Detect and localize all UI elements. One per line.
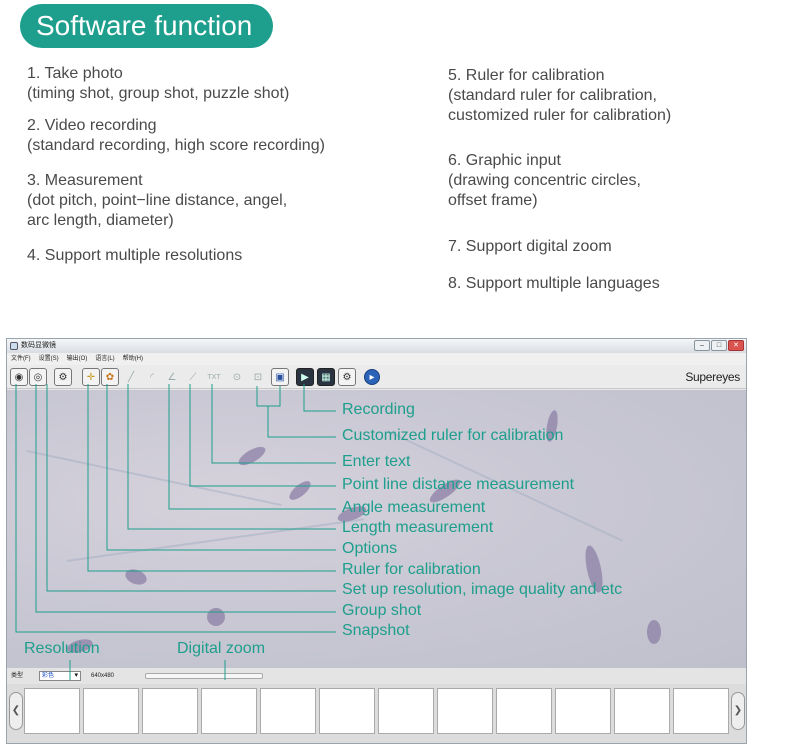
thumbnail-slot[interactable] bbox=[555, 688, 611, 734]
feature-5-detail-2: customized ruler for calibration) bbox=[448, 107, 672, 124]
toolbar: ◉ ◎ ⚙ ✛ ✿ ╱ ◜ ∠ ⟋ TXT ⊙ ⊡ ▣ ▶ ▦ ⚙ ▸ Supe… bbox=[7, 365, 746, 389]
feature-5: 5. Ruler for calibration (standard ruler… bbox=[448, 66, 671, 126]
callout-digital-zoom: Digital zoom bbox=[177, 640, 266, 657]
angle-measure-icon[interactable]: ∠ bbox=[167, 371, 177, 383]
callout-recording: Recording bbox=[342, 401, 415, 418]
feature-5-title: 5. Ruler for calibration bbox=[448, 67, 605, 84]
callout-ruler-calibration: Ruler for calibration bbox=[342, 561, 481, 578]
close-button[interactable]: ✕ bbox=[728, 340, 744, 351]
specimen-cell bbox=[286, 477, 314, 504]
callout-angle-measurement: Angle measurement bbox=[342, 499, 486, 516]
callout-customized-ruler: Customized ruler for calibration bbox=[342, 427, 564, 444]
window-controls: – □ ✕ bbox=[694, 340, 744, 351]
thumbnail-slot[interactable] bbox=[142, 688, 198, 734]
resolution-select[interactable]: 彩色 bbox=[39, 671, 81, 681]
feature-1-detail: (timing shot, group shot, puzzle shot) bbox=[27, 85, 290, 102]
window-titlebar: 数码显微镜 – □ ✕ bbox=[7, 339, 746, 353]
thumbnail-slot[interactable] bbox=[437, 688, 493, 734]
thumbnail-slot[interactable] bbox=[260, 688, 316, 734]
feature-2: 2. Video recording (standard recording, … bbox=[27, 116, 325, 156]
app-icon bbox=[10, 342, 18, 350]
feature-2-title: 2. Video recording bbox=[27, 117, 157, 134]
callout-setup-resolution: Set up resolution, image quality and etc bbox=[342, 581, 623, 598]
settings-icon[interactable]: ⚙ bbox=[54, 368, 72, 386]
enter-text-icon[interactable]: TXT bbox=[207, 373, 221, 381]
section-title-banner: Software function bbox=[20, 4, 273, 48]
thumbnail-slot[interactable] bbox=[319, 688, 375, 734]
callout-group-shot: Group shot bbox=[342, 602, 422, 619]
type-label: 类型 bbox=[11, 673, 24, 679]
menu-language[interactable]: 语言(L) bbox=[95, 356, 115, 362]
options-icon[interactable]: ✿ bbox=[101, 368, 119, 386]
feature-3-title: 3. Measurement bbox=[27, 172, 143, 189]
play-blue-icon[interactable]: ▸ bbox=[364, 369, 380, 385]
callout-resolution: Resolution bbox=[24, 640, 100, 657]
feature-1: 1. Take photo (timing shot, group shot, … bbox=[27, 64, 289, 104]
thumbnail-strip: ❮ ❯ bbox=[7, 684, 746, 743]
callout-point-line-distance: Point line distance measurement bbox=[342, 476, 575, 493]
feature-3-detail: (dot pitch, point−line distance, angel, bbox=[27, 192, 288, 209]
ruler-calibration-icon[interactable]: ✛ bbox=[82, 368, 100, 386]
feature-3-detail-2: arc length, diameter) bbox=[27, 212, 174, 229]
menu-help[interactable]: 帮助(H) bbox=[122, 356, 144, 362]
minimize-button[interactable]: – bbox=[694, 340, 710, 351]
thumbnail-prev-button[interactable]: ❮ bbox=[9, 692, 23, 730]
thumbnail-slot[interactable] bbox=[24, 688, 80, 734]
feature-1-title: 1. Take photo bbox=[27, 65, 123, 82]
thumbnail-slot[interactable] bbox=[378, 688, 434, 734]
feature-2-detail: (standard recording, high score recordin… bbox=[27, 137, 325, 154]
thumbnail-slot[interactable] bbox=[673, 688, 729, 734]
film-icon[interactable]: ▦ bbox=[317, 368, 335, 386]
export-icon[interactable]: ⚙ bbox=[338, 368, 356, 386]
thumbnail-slot[interactable] bbox=[83, 688, 139, 734]
feature-3: 3. Measurement (dot pitch, point−line di… bbox=[27, 171, 287, 231]
custom-ruler-icon[interactable]: ▣ bbox=[271, 368, 289, 386]
arc-measure-icon[interactable]: ◜ bbox=[150, 371, 154, 383]
specimen-cell bbox=[123, 566, 149, 588]
thumbnail-slot[interactable] bbox=[614, 688, 670, 734]
maximize-button[interactable]: □ bbox=[711, 340, 727, 351]
length-measure-icon[interactable]: ╱ bbox=[127, 371, 135, 383]
specimen-cell bbox=[207, 608, 225, 626]
status-bar: 类型 彩色 640x480 bbox=[7, 668, 746, 684]
menu-output[interactable]: 输出(O) bbox=[66, 356, 88, 362]
specimen-fiber bbox=[66, 518, 365, 562]
feature-6: 6. Graphic input (drawing concentric cir… bbox=[448, 151, 641, 211]
feature-8: 8. Support multiple languages bbox=[448, 274, 660, 294]
circle-icon[interactable]: ⊙ bbox=[232, 371, 242, 383]
callout-snapshot: Snapshot bbox=[342, 622, 410, 639]
feature-8-title: 8. Support multiple languages bbox=[448, 275, 660, 292]
group-shot-icon[interactable]: ◎ bbox=[29, 368, 47, 386]
brand-logo: Supereyes bbox=[685, 370, 740, 384]
recording-icon[interactable]: ▶ bbox=[296, 368, 314, 386]
feature-4-title: 4. Support multiple resolutions bbox=[27, 247, 243, 264]
menu-file[interactable]: 文件(F) bbox=[11, 356, 31, 362]
menu-settings[interactable]: 设置(S) bbox=[38, 356, 59, 362]
thumbnail-slot[interactable] bbox=[201, 688, 257, 734]
thumbnail-next-button[interactable]: ❯ bbox=[731, 692, 745, 730]
camera-icon[interactable]: ◉ bbox=[10, 368, 28, 386]
digital-zoom-slider[interactable] bbox=[145, 673, 263, 679]
callout-enter-text: Enter text bbox=[342, 453, 411, 470]
thumbnail-slot[interactable] bbox=[496, 688, 552, 734]
feature-7-title: 7. Support digital zoom bbox=[448, 238, 612, 255]
feature-5-detail: (standard ruler for calibration, bbox=[448, 87, 657, 104]
feature-7: 7. Support digital zoom bbox=[448, 237, 612, 257]
specimen-cell bbox=[236, 443, 268, 469]
callout-length-measurement: Length measurement bbox=[342, 519, 494, 536]
resolution-size-label: 640x480 bbox=[91, 673, 115, 679]
menu-bar: 文件(F) 设置(S) 输出(O) 语言(L) 帮助(H) bbox=[7, 353, 746, 365]
point-line-distance-icon[interactable]: ⟋ bbox=[189, 371, 197, 383]
feature-6-detail-2: offset frame) bbox=[448, 192, 538, 209]
window-title: 数码显微镜 bbox=[21, 342, 56, 349]
feature-6-detail: (drawing concentric circles, bbox=[448, 172, 641, 189]
feature-4: 4. Support multiple resolutions bbox=[27, 246, 242, 266]
callout-options: Options bbox=[342, 540, 398, 557]
frame-icon[interactable]: ⊡ bbox=[253, 371, 263, 383]
feature-6-title: 6. Graphic input bbox=[448, 152, 561, 169]
specimen-cell bbox=[647, 620, 661, 644]
